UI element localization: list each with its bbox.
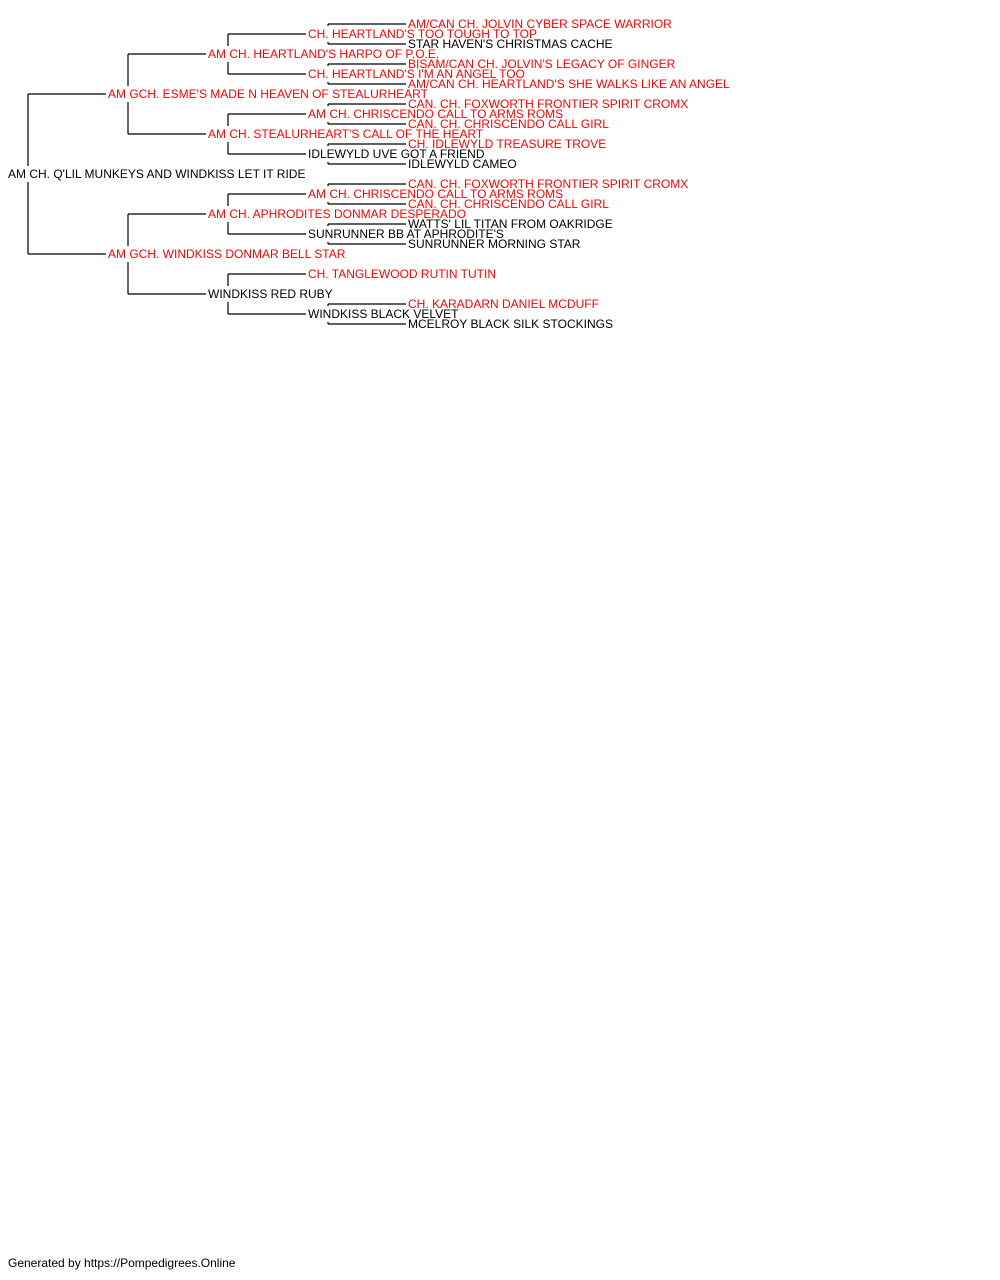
pedigree-entry-gen2: AM CH. STEALURHEART'S CALL OF THE HEART [208,127,484,141]
pedigree-entry-gen3: IDLEWYLD UVE GOT A FRIEND [308,147,485,161]
pedigree-entry-gen4: SUNRUNNER MORNING STAR [408,237,581,251]
pedigree-entry-gen3: AM CH. CHRISCENDO CALL TO ARMS ROMS [308,107,563,121]
pedigree-entry-gen4: AM/CAN CH. JOLVIN CYBER SPACE WARRIOR [408,17,672,31]
pedigree-entry-gen4: CAN. CH. FOXWORTH FRONTIER SPIRIT CROMX [408,97,688,111]
pedigree-entry-gen2: WINDKISS RED RUBY [208,287,333,301]
pedigree-entry-gen4: CAN. CH. CHRISCENDO CALL GIRL [408,197,609,211]
pedigree-entry-gen4: CAN. CH. CHRISCENDO CALL GIRL [408,117,609,131]
pedigree-entry-gen2: AM CH. APHRODITES DONMAR DESPERADO [208,207,466,221]
pedigree-entry-gen1: AM GCH. WINDKISS DONMAR BELL STAR [108,247,346,261]
pedigree-entry-gen4: MCELROY BLACK SILK STOCKINGS [408,317,613,331]
pedigree-entry-gen3: CH. TANGLEWOOD RUTIN TUTIN [308,267,496,281]
pedigree-entry-gen3: CH. HEARTLAND'S I'M AN ANGEL TOO [308,67,525,81]
pedigree-entry-gen3: WINDKISS BLACK VELVET [308,307,459,321]
pedigree-entry-gen4: CH. KARADARN DANIEL MCDUFF [408,297,599,311]
pedigree-entry-gen4: CH. IDLEWYLD TREASURE TROVE [408,137,606,151]
pedigree-entry-gen2: AM CH. HEARTLAND'S HARPO OF P.O.E. [208,47,439,61]
pedigree-entry-gen3: CH. HEARTLAND'S TOO TOUGH TO TOP [308,27,537,41]
pedigree-entry-gen4: STAR HAVEN'S CHRISTMAS CACHE [408,37,613,51]
generated-by-footer: Generated by https://Pompedigrees.Online [8,1256,236,1270]
pedigree-entry-gen0: AM CH. Q'LIL MUNKEYS AND WINDKISS LET IT… [8,167,305,181]
pedigree-entry-gen4: CAN. CH. FOXWORTH FRONTIER SPIRIT CROMX [408,177,688,191]
pedigree-entry-gen4: AM/CAN CH. HEARTLAND'S SHE WALKS LIKE AN… [408,77,730,91]
pedigree-entry-gen3: AM CH. CHRISCENDO CALL TO ARMS ROMS [308,187,563,201]
pedigree-entry-gen4: BISAM/CAN CH. JOLVIN'S LEGACY OF GINGER [408,57,676,71]
pedigree-entry-gen4: WATTS' LIL TITAN FROM OAKRIDGE [408,217,613,231]
pedigree-entry-gen3: SUNRUNNER BB AT APHRODITE'S [308,227,504,241]
pedigree-entry-gen4: IDLEWYLD CAMEO [408,157,517,171]
pedigree-entry-gen1: AM GCH. ESME'S MADE N HEAVEN OF STEALURH… [108,87,429,101]
